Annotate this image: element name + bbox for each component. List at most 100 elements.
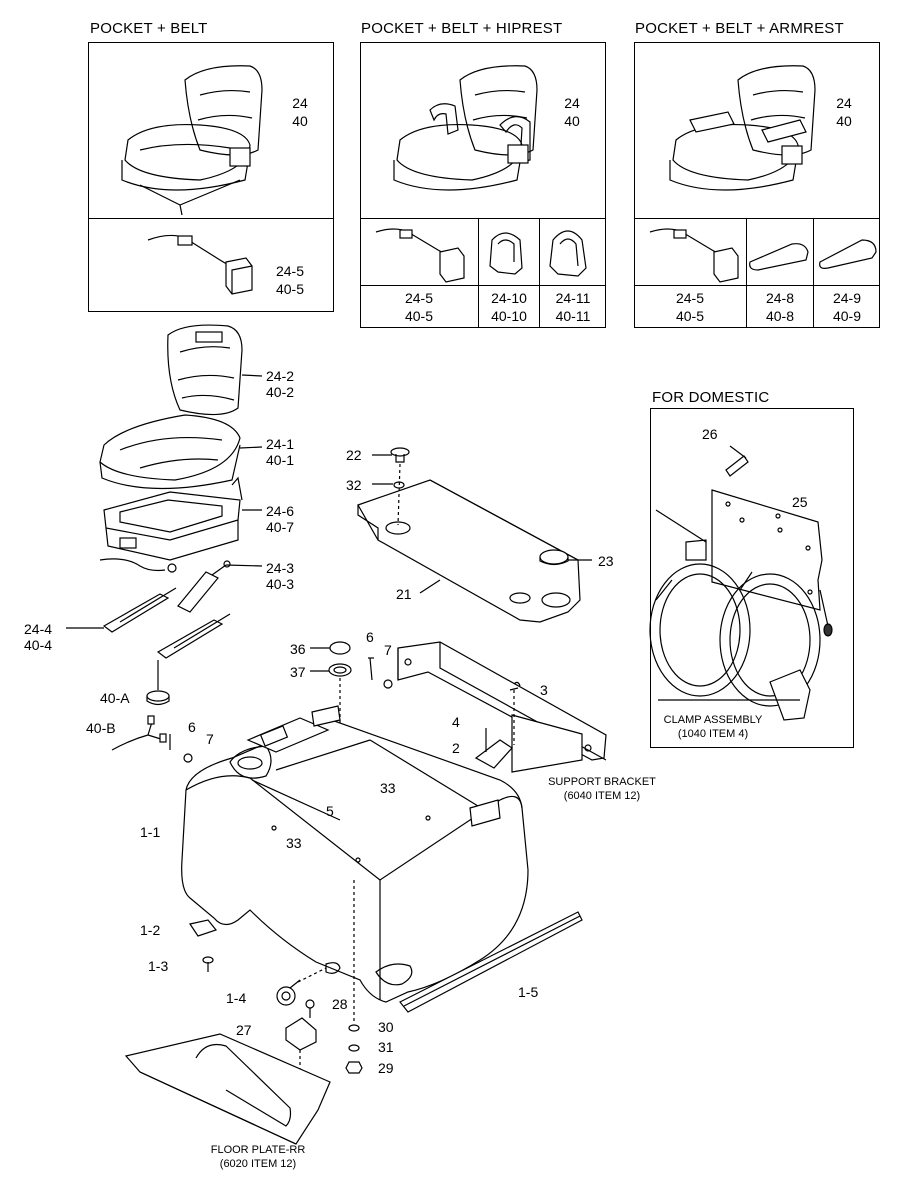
- support-bracket-ref: (6040 ITEM 12): [563, 790, 641, 802]
- part-label-24-4: 24-4: [24, 621, 53, 637]
- seat-illustration-armrest: [669, 65, 816, 191]
- panel-domestic: [650, 408, 854, 748]
- nut-29-illustration: [345, 880, 363, 1074]
- cell-ref: 40-5: [675, 308, 705, 324]
- seat-ref-40: 40: [292, 113, 308, 129]
- part-label-29: 29: [378, 1060, 394, 1076]
- armrest-left-illustration: [749, 243, 809, 271]
- part-label-1-2: 1-2: [140, 922, 161, 938]
- part-label-40-B: 40-B: [86, 720, 116, 736]
- seat-illustration-pocket-belt: [121, 65, 263, 216]
- part-label-1-4: 1-4: [226, 990, 247, 1006]
- washer-7-upper-illustration: [383, 679, 393, 689]
- part-label-26: 26: [702, 426, 718, 442]
- bolt-6-upper-illustration: [368, 657, 374, 681]
- part-label-2: 2: [452, 740, 460, 756]
- belt-illustration-armrest: [649, 228, 739, 283]
- hiprest-left-illustration: [489, 232, 523, 275]
- rail-1-5-illustration: [399, 911, 583, 1013]
- armrest-right-illustration: [819, 239, 877, 269]
- part-label-30: 30: [378, 1019, 394, 1035]
- part-label-24-3: 24-3: [266, 560, 295, 576]
- seat-ref-40: 40: [836, 113, 852, 129]
- part-label-33: 33: [380, 780, 396, 796]
- bolt-28-illustration: [305, 999, 315, 1018]
- panel-title-domestic: FOR DOMESTIC: [652, 389, 770, 406]
- washer-31-illustration: [348, 1044, 360, 1052]
- seat-tank-body-illustration: [181, 705, 529, 1003]
- part-label-25: 25: [792, 494, 808, 510]
- bracket-1-2-illustration: [189, 919, 218, 937]
- part-label-5: 5: [326, 803, 334, 819]
- belt-illustration-hiprest: [375, 228, 465, 283]
- seat-illustration-hiprest: [393, 65, 538, 191]
- part-label-33: 33: [286, 835, 302, 851]
- clamp-assembly-ref: (1040 ITEM 4): [677, 728, 749, 740]
- cap-36-illustration: [310, 641, 351, 655]
- floor-plate-illustration: [124, 1033, 331, 1145]
- part-label-31: 31: [378, 1039, 394, 1055]
- seat-ref-24: 24: [836, 95, 852, 111]
- part-label-40-1: 40-1: [266, 452, 295, 468]
- harness-40b-illustration: [111, 715, 167, 751]
- cell-ref: 24-5: [675, 290, 705, 306]
- part-label-7: 7: [206, 731, 214, 747]
- backrest-illustration: [167, 324, 263, 416]
- part-label-28: 28: [332, 996, 348, 1012]
- panel-row: [634, 218, 880, 286]
- panel-divider: [88, 218, 334, 219]
- panel-columns: [746, 218, 814, 328]
- lock-1-4-illustration: [276, 962, 341, 1006]
- hiprest-right-illustration: [549, 230, 587, 277]
- part-label-40-A: 40-A: [100, 690, 130, 706]
- part-label-7: 7: [384, 642, 392, 658]
- seat-rails-illustration: [66, 587, 231, 659]
- panel-title-pocket-belt: POCKET + BELT: [90, 20, 208, 37]
- part-label-1-5: 1-5: [518, 984, 539, 1000]
- seat-ref-24: 24: [292, 95, 308, 111]
- cushion-illustration: [99, 414, 263, 490]
- part-label-32: 32: [346, 477, 362, 493]
- panel-pocket-belt-armrest: [634, 42, 880, 328]
- cell-ref: 40-11: [555, 308, 591, 324]
- seat-ref-24: 24: [564, 95, 580, 111]
- cell-ref: 24-10: [491, 290, 527, 306]
- part-label-40-4: 40-4: [24, 637, 53, 653]
- cap-23-illustration: [539, 549, 592, 566]
- part-label-40-3: 40-3: [266, 576, 295, 592]
- part-label-6: 6: [188, 719, 196, 735]
- grommet-40a-illustration: [146, 660, 170, 706]
- cell-ref: 40-5: [404, 308, 434, 324]
- panel-pocket-belt: [88, 42, 334, 312]
- cell-ref: 40-9: [832, 308, 862, 324]
- part-label-24-1: 24-1: [266, 436, 295, 452]
- part-label-24-6: 24-6: [266, 503, 295, 519]
- cell-ref: 24-11: [555, 290, 591, 306]
- seat-ref-40: 40: [564, 113, 580, 129]
- belt-ref-24-5: 24-5: [275, 263, 305, 279]
- knob-22-illustration: [372, 447, 410, 526]
- panel-columns: [478, 218, 540, 328]
- washer-7-lower-illustration: [183, 753, 193, 763]
- part-label-4: 4: [452, 714, 460, 730]
- part-label-40-2: 40-2: [266, 384, 295, 400]
- part-label-22: 22: [346, 447, 362, 463]
- part-label-1-3: 1-3: [148, 958, 169, 974]
- washer-30-illustration: [348, 1024, 360, 1032]
- cover-plate-illustration: [357, 479, 581, 623]
- part-label-27: 27: [236, 1022, 252, 1038]
- support-bracket-label: SUPPORT BRACKET: [548, 776, 656, 788]
- panel-title-hiprest: POCKET + BELT + HIPREST: [361, 20, 563, 37]
- part-label-6: 6: [366, 629, 374, 645]
- clamp-assembly-illustration: [649, 563, 821, 721]
- panel-row: [360, 218, 606, 286]
- part-label-21: 21: [396, 586, 412, 602]
- part-label-3: 3: [540, 682, 548, 698]
- belt-illustration-pocket-belt: [147, 234, 253, 295]
- seat-frame-illustration: [99, 476, 262, 573]
- part-label-24-2: 24-2: [266, 368, 295, 384]
- floor-plate-ref: (6020 ITEM 12): [219, 1158, 297, 1170]
- part-label-37: 37: [290, 664, 306, 680]
- floor-plate-label: FLOOR PLATE-RR: [210, 1144, 306, 1156]
